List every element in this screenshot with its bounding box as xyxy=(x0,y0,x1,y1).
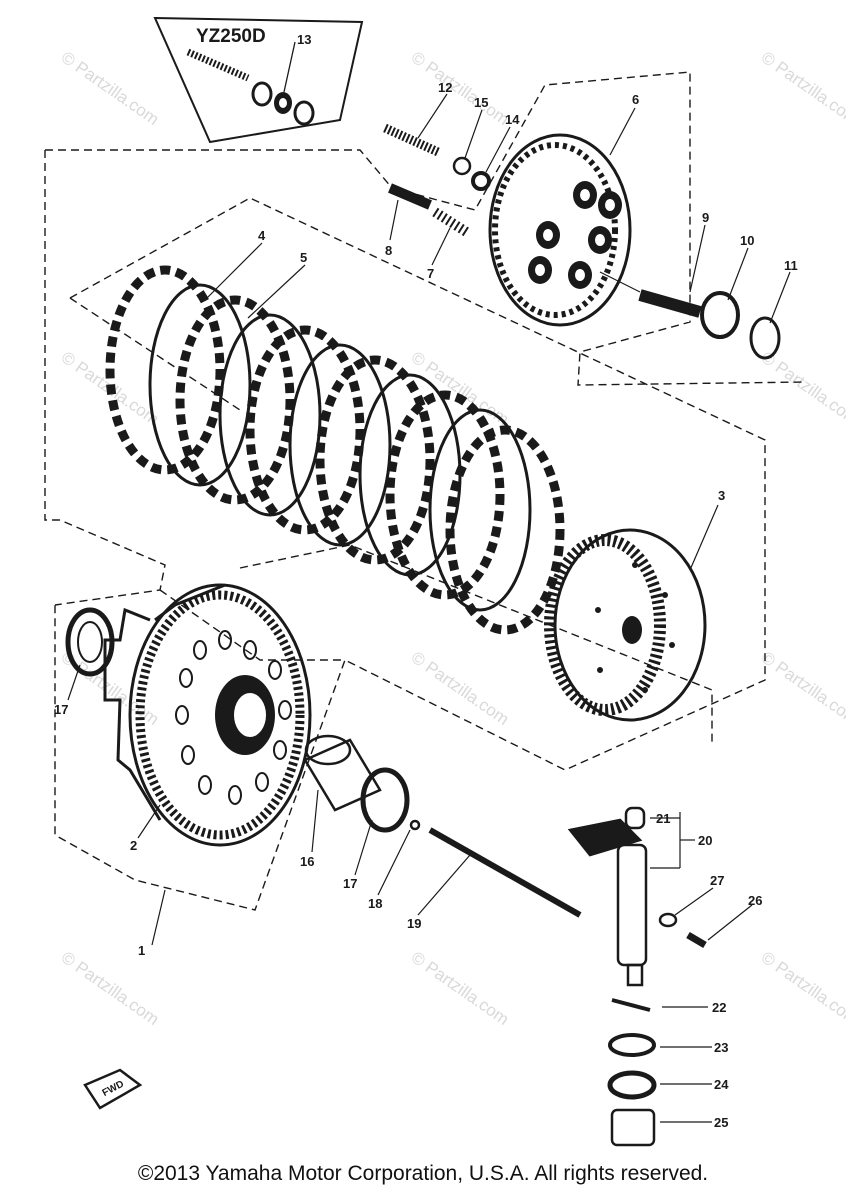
callout-16: 16 xyxy=(300,854,314,869)
assembly-outlines xyxy=(44,71,806,911)
callout-17-left: 17 xyxy=(54,702,68,717)
callout-19: 19 xyxy=(407,916,421,931)
callout-9: 9 xyxy=(702,210,709,225)
callout-10: 10 xyxy=(740,233,754,248)
watermark: © Partzilla.com xyxy=(758,948,846,1029)
callout-11: 11 xyxy=(784,258,798,273)
callout-2: 2 xyxy=(130,838,137,853)
clutch-housing xyxy=(103,583,312,847)
callout-18: 18 xyxy=(368,896,382,911)
watermarks: © Partzilla.com © Partzilla.com © Partzi… xyxy=(58,48,846,1029)
watermark: © Partzilla.com xyxy=(758,348,846,429)
callout-8: 8 xyxy=(385,243,392,258)
callout-3: 3 xyxy=(718,488,725,503)
callout-1: 1 xyxy=(138,943,145,958)
push-lever-assembly xyxy=(567,806,707,1147)
callout-24: 24 xyxy=(714,1077,729,1092)
thrust-washer-left xyxy=(65,607,115,677)
watermark: © Partzilla.com xyxy=(758,48,846,129)
callout-25: 25 xyxy=(714,1115,728,1130)
pressure-plate xyxy=(488,133,632,327)
callouts: 1 2 3 4 5 6 7 8 9 10 11 12 13 14 15 16 1… xyxy=(54,32,798,1130)
watermark: © Partzilla.com xyxy=(408,648,513,729)
watermark: © Partzilla.com xyxy=(58,48,163,129)
watermark: © Partzilla.com xyxy=(58,948,163,1029)
clutch-plate-stack xyxy=(105,265,565,635)
callout-23: 23 xyxy=(714,1040,728,1055)
callout-13: 13 xyxy=(297,32,311,47)
callout-7: 7 xyxy=(427,266,434,281)
callout-15: 15 xyxy=(474,95,488,110)
callout-26: 26 xyxy=(748,893,762,908)
callout-21: 21 xyxy=(656,811,670,826)
callout-22: 22 xyxy=(712,1000,726,1015)
callout-17-right: 17 xyxy=(343,876,357,891)
watermark: © Partzilla.com xyxy=(758,648,846,729)
callout-27: 27 xyxy=(710,873,724,888)
callout-4: 4 xyxy=(258,228,266,243)
callout-20: 20 xyxy=(698,833,712,848)
hardware xyxy=(383,123,781,360)
clutch-exploded-diagram: © Partzilla.com © Partzilla.com © Partzi… xyxy=(44,16,846,1147)
model-inset: YZ250D xyxy=(153,16,364,144)
callout-14: 14 xyxy=(505,112,520,127)
watermark: © Partzilla.com xyxy=(408,948,513,1029)
callout-6: 6 xyxy=(632,92,639,107)
watermark: © Partzilla.com xyxy=(408,48,513,129)
copyright-notice: ©2013 Yamaha Motor Corporation, U.S.A. A… xyxy=(137,1162,709,1185)
push-rod-parts xyxy=(303,734,582,918)
model-label: YZ250D xyxy=(196,26,266,47)
leader-lines xyxy=(67,93,791,1123)
callout-12: 12 xyxy=(438,80,452,95)
clutch-boss xyxy=(544,528,707,722)
callout-5: 5 xyxy=(300,250,307,265)
forward-arrow-icon: FWD xyxy=(83,1068,143,1110)
